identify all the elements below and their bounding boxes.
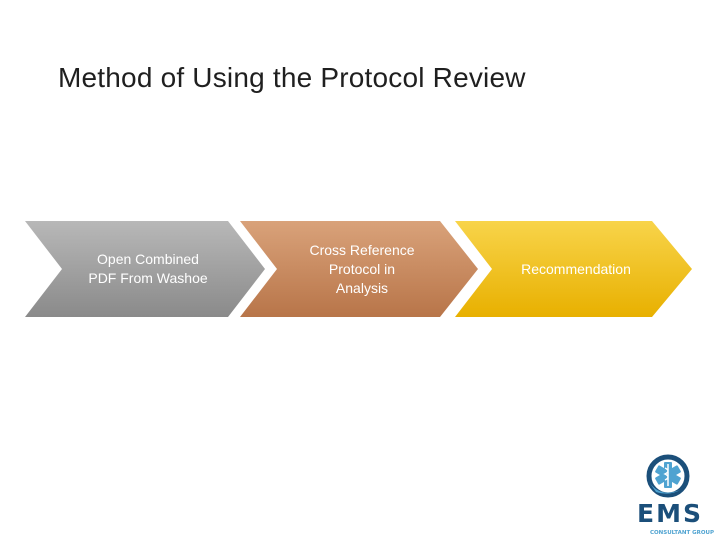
logo-emblem-ring	[646, 454, 690, 498]
step-chevron-3	[455, 221, 692, 317]
step-label-3: Recommendation	[521, 260, 631, 277]
step-chevron-1	[25, 221, 265, 317]
step-chevron-2	[240, 221, 478, 317]
logo-emblem-swoosh	[649, 482, 680, 494]
ems-consultant-group-logo: EMS CONSULTANT GROUP	[637, 454, 714, 536]
logo-tagline-text: CONSULTANT GROUP	[650, 530, 714, 536]
caduceus-icon	[663, 464, 669, 486]
logo-brand-text: EMS	[637, 499, 703, 528]
step-label-2: Cross Reference Protocol in Analysis	[309, 241, 415, 296]
slide-title: Method of Using the Protocol Review	[58, 62, 526, 93]
step-label-1: Open Combined PDF From Washoe	[88, 251, 208, 286]
